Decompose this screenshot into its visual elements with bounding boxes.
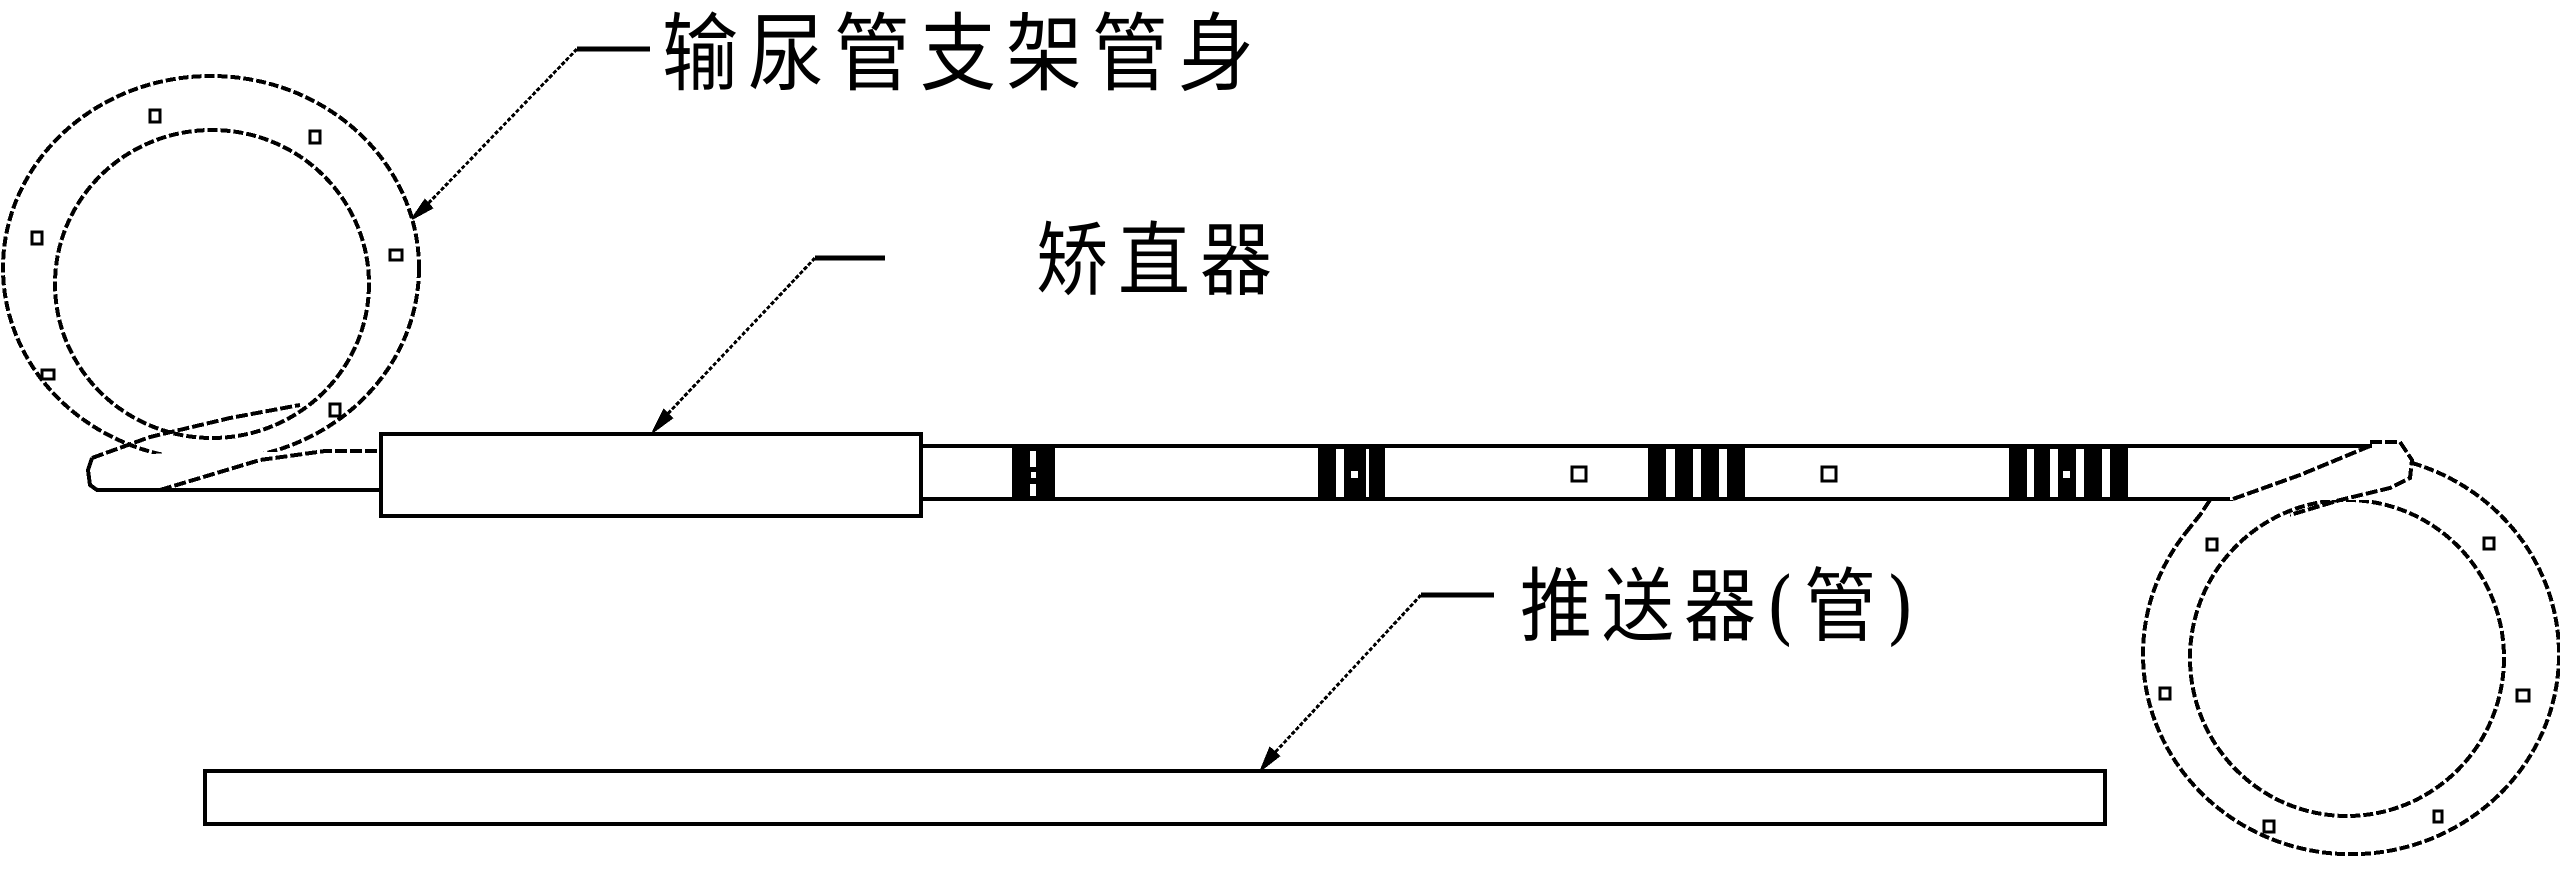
left-coil-outer	[1, 74, 421, 462]
right-pigtail-coil	[2141, 461, 2560, 857]
drain-hole-icon	[328, 402, 342, 418]
marker-band-4	[2009, 447, 2128, 498]
left-coil-holes	[30, 108, 404, 418]
leader-stent	[411, 46, 650, 220]
right-coil-outer	[2141, 461, 2560, 857]
pusher-tube	[203, 769, 2107, 826]
leader-straightener	[652, 255, 885, 433]
left-pigtail-coil	[1, 74, 421, 462]
label-straightener: 矫直器	[1036, 213, 1283, 308]
leader-pusher	[1258, 592, 1494, 774]
arrow-icon	[411, 198, 434, 220]
drain-hole-icon	[2515, 688, 2531, 703]
arrow-icon	[1258, 746, 1281, 774]
label-stent-body: 输尿管支架管身	[662, 4, 1264, 104]
drain-hole-icon	[2158, 686, 2172, 701]
label-pusher: 推送器(管)	[1520, 559, 1925, 654]
straightener-body	[379, 432, 923, 518]
drain-hole-icon	[388, 248, 404, 262]
drain-hole-icon	[2205, 537, 2219, 552]
left-coil-tail-mask	[80, 451, 380, 490]
marker-band-2	[1318, 447, 1385, 498]
left-coil-inner	[53, 128, 371, 440]
drain-hole-icon	[40, 368, 56, 381]
drain-hole-icon	[2262, 819, 2276, 834]
arrow-icon	[652, 408, 674, 433]
shaft-hole-icon	[1570, 465, 1588, 483]
drain-hole-icon	[30, 230, 44, 246]
right-coil-inner	[2188, 498, 2506, 818]
drain-hole-icon	[2432, 809, 2444, 824]
shaft-hole-icon	[1820, 465, 1838, 483]
drain-hole-icon	[2482, 536, 2496, 551]
left-coil-tail	[85, 403, 380, 492]
drain-hole-icon	[308, 129, 322, 145]
stent-shaft	[921, 444, 2372, 501]
right-coil-tail	[2186, 440, 2415, 532]
marker-band-1	[1012, 447, 1055, 498]
drain-hole-icon	[148, 108, 162, 124]
right-coil-holes	[2158, 536, 2531, 834]
marker-band-3	[1648, 447, 1745, 498]
